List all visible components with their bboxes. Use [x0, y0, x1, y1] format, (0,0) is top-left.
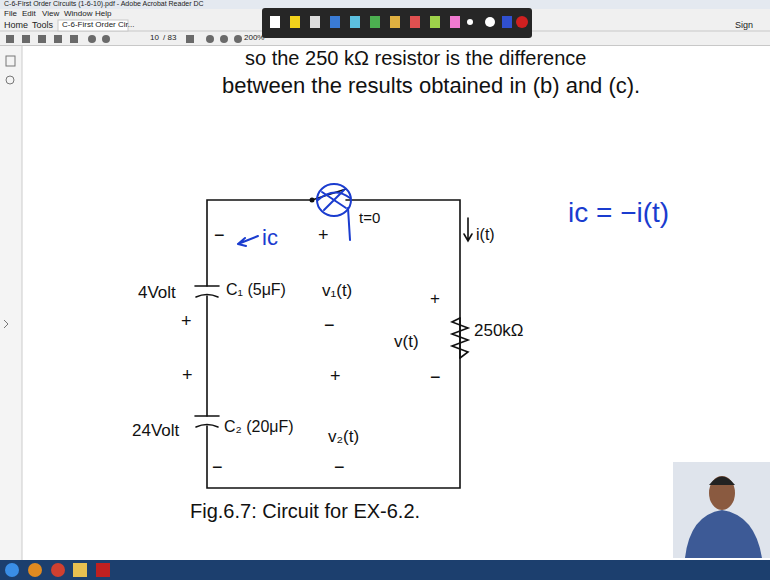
polarity-sign: − — [430, 368, 441, 388]
sign-link: Sign — [735, 21, 753, 31]
voltage-label: v₂(t) — [328, 428, 359, 447]
tab-label: C-6-First Order Cir... — [62, 21, 134, 30]
handwritten-note: ic — [262, 226, 278, 250]
tab-label: Home — [4, 21, 28, 31]
page-text: between the results obtained in (b) and … — [222, 74, 640, 98]
title-bar — [0, 0, 770, 9]
voltage-label: v₁(t) — [322, 282, 352, 301]
app-title: C-6-First Order Circuits (1-6-10).pdf - … — [4, 0, 204, 8]
menu-item: View — [42, 10, 59, 19]
taskbar — [0, 560, 770, 580]
page-number: 10 — [150, 34, 159, 43]
side-icons — [4, 56, 15, 328]
presenter-figure — [685, 476, 762, 558]
polarity-sign: + — [330, 367, 341, 387]
blue-annotation — [238, 184, 351, 246]
switch-time: t=0 — [359, 210, 380, 227]
component-label: C₂ (20μF) — [224, 418, 294, 436]
taskbar-icons — [5, 563, 110, 577]
polarity-sign: + — [430, 290, 440, 309]
menu-item: Help — [95, 10, 111, 19]
voltage-label: v(t) — [394, 333, 419, 352]
menu-item: Edit — [22, 10, 36, 19]
polarity-sign: + — [181, 312, 192, 332]
capacitor-c2 — [195, 416, 219, 427]
side-panel — [0, 46, 22, 560]
page-count: / 83 — [163, 34, 176, 43]
polarity-sign: − — [334, 458, 345, 478]
page-text: so the 250 kΩ resistor is the difference — [245, 47, 586, 69]
component-label: C₁ (5μF) — [226, 281, 286, 299]
menu-item: File — [4, 10, 17, 19]
polarity-sign: + — [182, 366, 193, 386]
polarity-sign: − — [212, 458, 223, 478]
annotation-toolbar — [262, 8, 532, 38]
tab-label: Tools — [32, 21, 53, 31]
panel-rule — [22, 46, 23, 560]
switch-contact — [310, 198, 315, 203]
toolbar-rule — [0, 45, 770, 46]
polarity-sign: + — [318, 226, 329, 246]
voltage-value: 4Volt — [138, 284, 176, 303]
figure-caption: Fig.6.7: Circuit for EX-6.2. — [190, 500, 420, 522]
presenter-video — [673, 462, 770, 558]
toolbar-icons — [6, 35, 242, 43]
app-chrome — [0, 0, 770, 46]
polarity-sign: − — [324, 316, 335, 336]
resistor-symbol — [452, 318, 468, 358]
current-label: i(t) — [476, 226, 495, 244]
circuit-wires — [195, 189, 472, 488]
capacitor-c1 — [195, 286, 219, 297]
handwritten-note: ic = −i(t) — [568, 198, 669, 229]
resistance-value: 250kΩ — [474, 322, 524, 341]
current-arrow — [464, 218, 472, 241]
polarity-sign: − — [214, 226, 225, 246]
menu-item: Window — [64, 10, 92, 19]
voltage-value: 24Volt — [132, 422, 179, 441]
annotation-tools — [270, 16, 528, 28]
zoom-level: 200% — [244, 34, 264, 43]
